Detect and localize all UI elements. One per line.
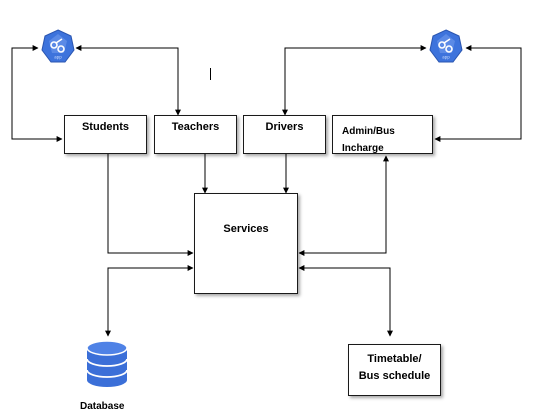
teachers-node: Teachers bbox=[154, 115, 237, 154]
students-services-link bbox=[107, 154, 194, 256]
drivers-node: Drivers bbox=[243, 115, 326, 154]
students-app-loop bbox=[11, 45, 63, 142]
drivers-label: Drivers bbox=[265, 121, 304, 133]
services-node: Services bbox=[194, 193, 298, 294]
services-label: Services bbox=[223, 223, 269, 235]
timetable-bus-schedule-node: Timetable/ Bus schedule bbox=[348, 344, 441, 396]
svg-text:app: app bbox=[442, 55, 450, 60]
drivers-app-link bbox=[282, 45, 427, 116]
admin-label: Admin/Bus Incharge bbox=[342, 126, 395, 154]
kubernetes-app-icon: app bbox=[429, 29, 463, 63]
teachers-label: Teachers bbox=[171, 121, 220, 133]
text-cursor bbox=[210, 68, 211, 80]
students-node: Students bbox=[64, 115, 147, 154]
svg-text:app: app bbox=[54, 55, 62, 60]
students-label: Students bbox=[81, 121, 130, 133]
services-admin-link bbox=[298, 155, 389, 256]
services-database-link bbox=[105, 265, 194, 337]
app-admin-loop bbox=[434, 45, 522, 142]
admin-bus-incharge-node: Admin/Bus Incharge bbox=[332, 115, 433, 154]
services-timetable-link bbox=[298, 265, 393, 337]
app-teachers-link bbox=[75, 45, 181, 116]
database-cylinder-icon bbox=[86, 340, 128, 387]
kubernetes-app-icon: app bbox=[41, 29, 75, 63]
database-label: Database bbox=[80, 401, 125, 412]
timetable-label: Timetable/ Bus schedule bbox=[358, 353, 431, 382]
